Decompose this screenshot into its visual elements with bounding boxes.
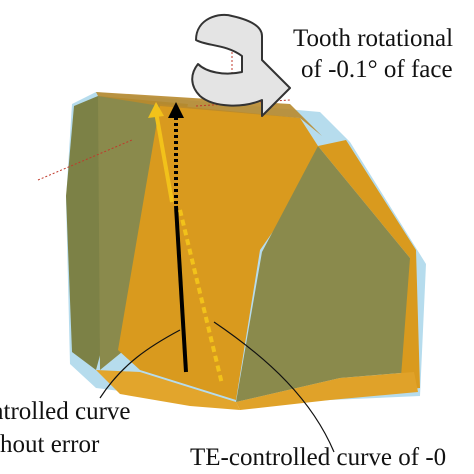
label-controlled-line-1: ntrolled curve [0,398,131,425]
curved-rotation-arrow-icon [191,13,291,117]
yellow-curve-arrowhead [148,102,164,118]
black-curve-arrowhead [168,102,184,118]
tooth-right-face [318,140,420,390]
label-rotation-line-2: of -0.1° of face [301,56,453,83]
tooth-bottom-right-band [236,372,418,410]
label-te-controlled: TE-controlled curve of -0 [190,444,447,471]
tooth-bottom-band [96,370,240,410]
label-rotation-line-1: Tooth rotational [293,25,454,52]
reference-line-left [37,139,133,181]
leader-line-controlled [99,329,181,399]
yellow-curve-solid [154,111,174,203]
tooth-right-flank [236,146,412,402]
leader-line-te [213,321,335,453]
label-controlled-line-2: hout error [0,431,100,458]
black-curve-solid [174,205,188,373]
